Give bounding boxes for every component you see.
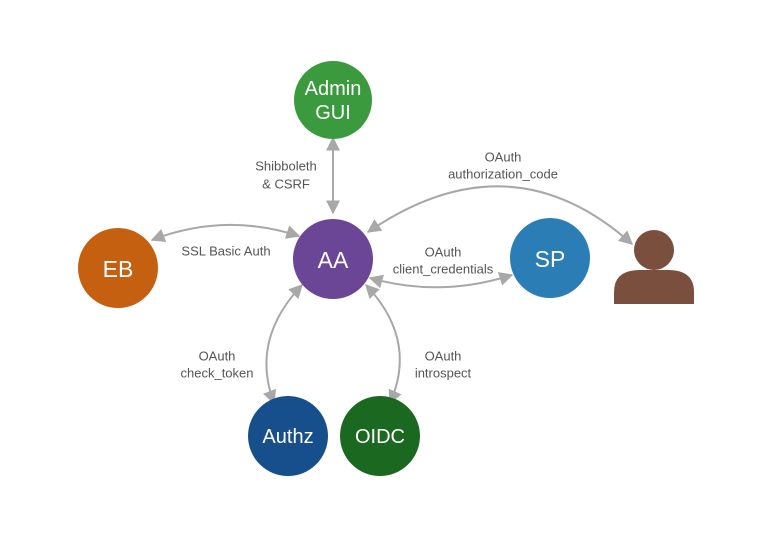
edge-label-authz-aa-line1: OAuth <box>199 349 236 364</box>
edge-label-user-aa-line1: OAuth <box>485 150 522 165</box>
eb-label: EB <box>103 256 134 282</box>
edge-oidc-aa <box>365 283 402 405</box>
admin-gui-label-line2: GUI <box>315 102 351 124</box>
edge-authz-aa <box>262 283 303 405</box>
sp-circle <box>510 218 590 298</box>
user-icon-head <box>634 230 674 270</box>
user-icon-body <box>614 270 694 304</box>
edge-label-admin-aa-line1: Shibboleth <box>255 159 316 174</box>
edge-user-aa <box>366 185 634 245</box>
node-aa[interactable]: AA <box>293 219 373 299</box>
edge-label-oidc-aa-line1: OAuth <box>425 349 462 364</box>
admin-gui-label-line1: Admin <box>305 78 362 100</box>
authz-circle <box>248 396 328 476</box>
user-icon[interactable] <box>614 230 694 304</box>
edge-label-admin-aa-line2: & CSRF <box>262 177 310 192</box>
edge-labels: Shibboleth & CSRF SSL Basic Auth OAuth a… <box>181 150 558 381</box>
aa-circle <box>293 219 373 299</box>
aa-label: AA <box>318 247 349 273</box>
node-eb[interactable]: EB <box>78 228 158 308</box>
node-oidc[interactable]: OIDC <box>340 396 420 476</box>
oidc-label: OIDC <box>355 426 405 448</box>
edge-eb-aa <box>150 223 301 243</box>
edge-sp-aa <box>368 272 514 289</box>
edge-label-oidc-aa-line2: introspect <box>415 366 472 381</box>
edge-label-eb-aa: SSL Basic Auth <box>181 244 270 259</box>
edge-label-authz-aa-line2: check_token <box>181 366 254 381</box>
edges <box>150 136 634 405</box>
admin-gui-circle <box>294 61 372 139</box>
oidc-circle <box>340 396 420 476</box>
eb-circle <box>78 228 158 308</box>
edge-label-sp-aa-line1: OAuth <box>425 245 462 260</box>
sp-label: SP <box>535 246 566 272</box>
edge-label-user-aa-line2: authorization_code <box>448 167 558 182</box>
node-sp[interactable]: SP <box>510 218 590 298</box>
edge-label-sp-aa-line2: client_credentials <box>393 262 494 277</box>
node-admin-gui[interactable]: Admin GUI <box>294 61 372 139</box>
authz-label: Authz <box>262 426 313 448</box>
node-authz[interactable]: Authz <box>248 396 328 476</box>
